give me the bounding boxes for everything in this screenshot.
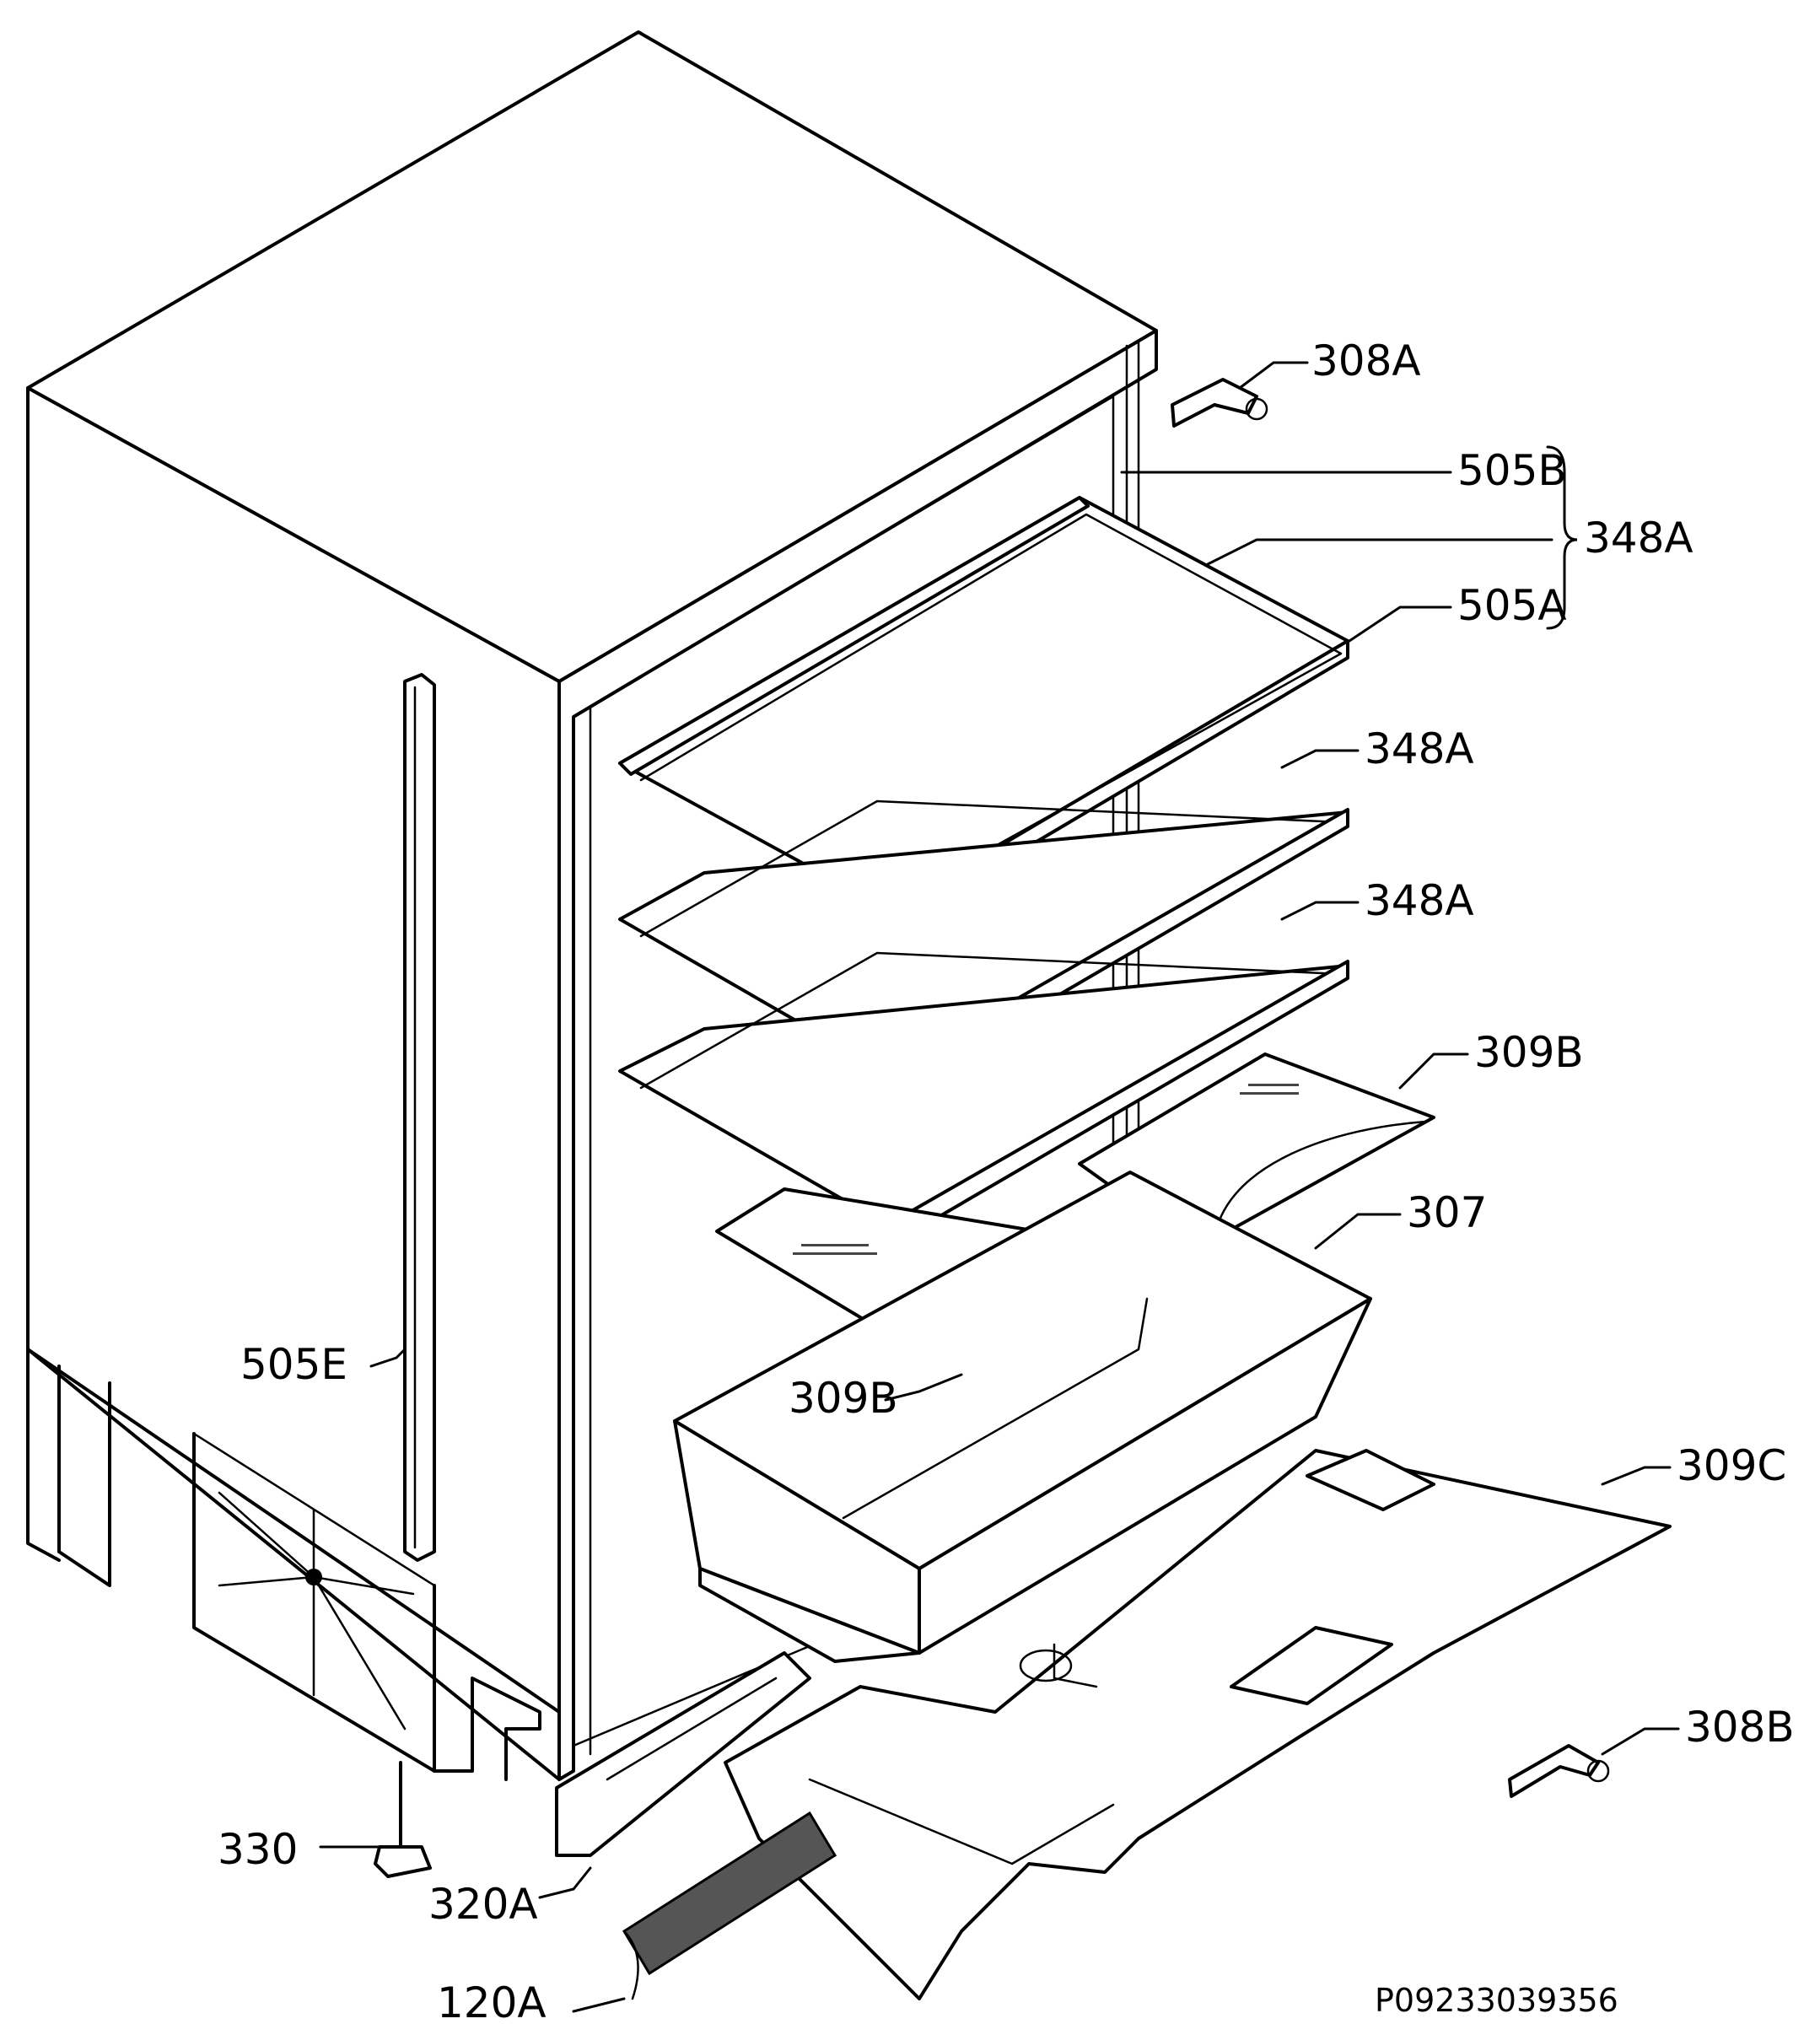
label-309c: 309C [1677, 1441, 1786, 1490]
crisper-drawer [673, 1171, 1372, 1663]
label-505e: 505E [240, 1340, 347, 1389]
label-320a: 320A [428, 1880, 538, 1929]
hinge-bottom [1508, 1744, 1610, 1798]
label-348a-group: 348A [1584, 514, 1693, 563]
label-308b: 308B [1685, 1703, 1795, 1752]
vent-grille [622, 1811, 837, 2000]
adjustable-foot [374, 1761, 432, 1878]
shelf-lower [618, 951, 1349, 1237]
label-348a-third: 348A [1365, 876, 1474, 925]
base-front-panel [555, 1651, 811, 1857]
door-handle [403, 673, 436, 1562]
leader-lines [319, 361, 1680, 2013]
label-505b: 505B [1457, 446, 1567, 495]
label-120a: 120A [437, 1978, 547, 2024]
part-labels: 308A 505B 348A 505A 348A 348A 309B 307 3… [218, 336, 1795, 2024]
label-309b-right: 309B [1474, 1028, 1584, 1077]
drawing-code: P09233039356 [1375, 1982, 1618, 2019]
label-330: 330 [218, 1825, 298, 1874]
hinge-top [1171, 378, 1268, 428]
label-505a: 505A [1457, 581, 1567, 630]
label-309b-left: 309B [789, 1374, 898, 1423]
cabinet [26, 30, 1158, 1781]
label-307: 307 [1407, 1188, 1487, 1237]
label-348a-second: 348A [1365, 724, 1474, 773]
label-308a: 308A [1311, 336, 1421, 385]
bottom-tray [724, 1449, 1672, 2000]
